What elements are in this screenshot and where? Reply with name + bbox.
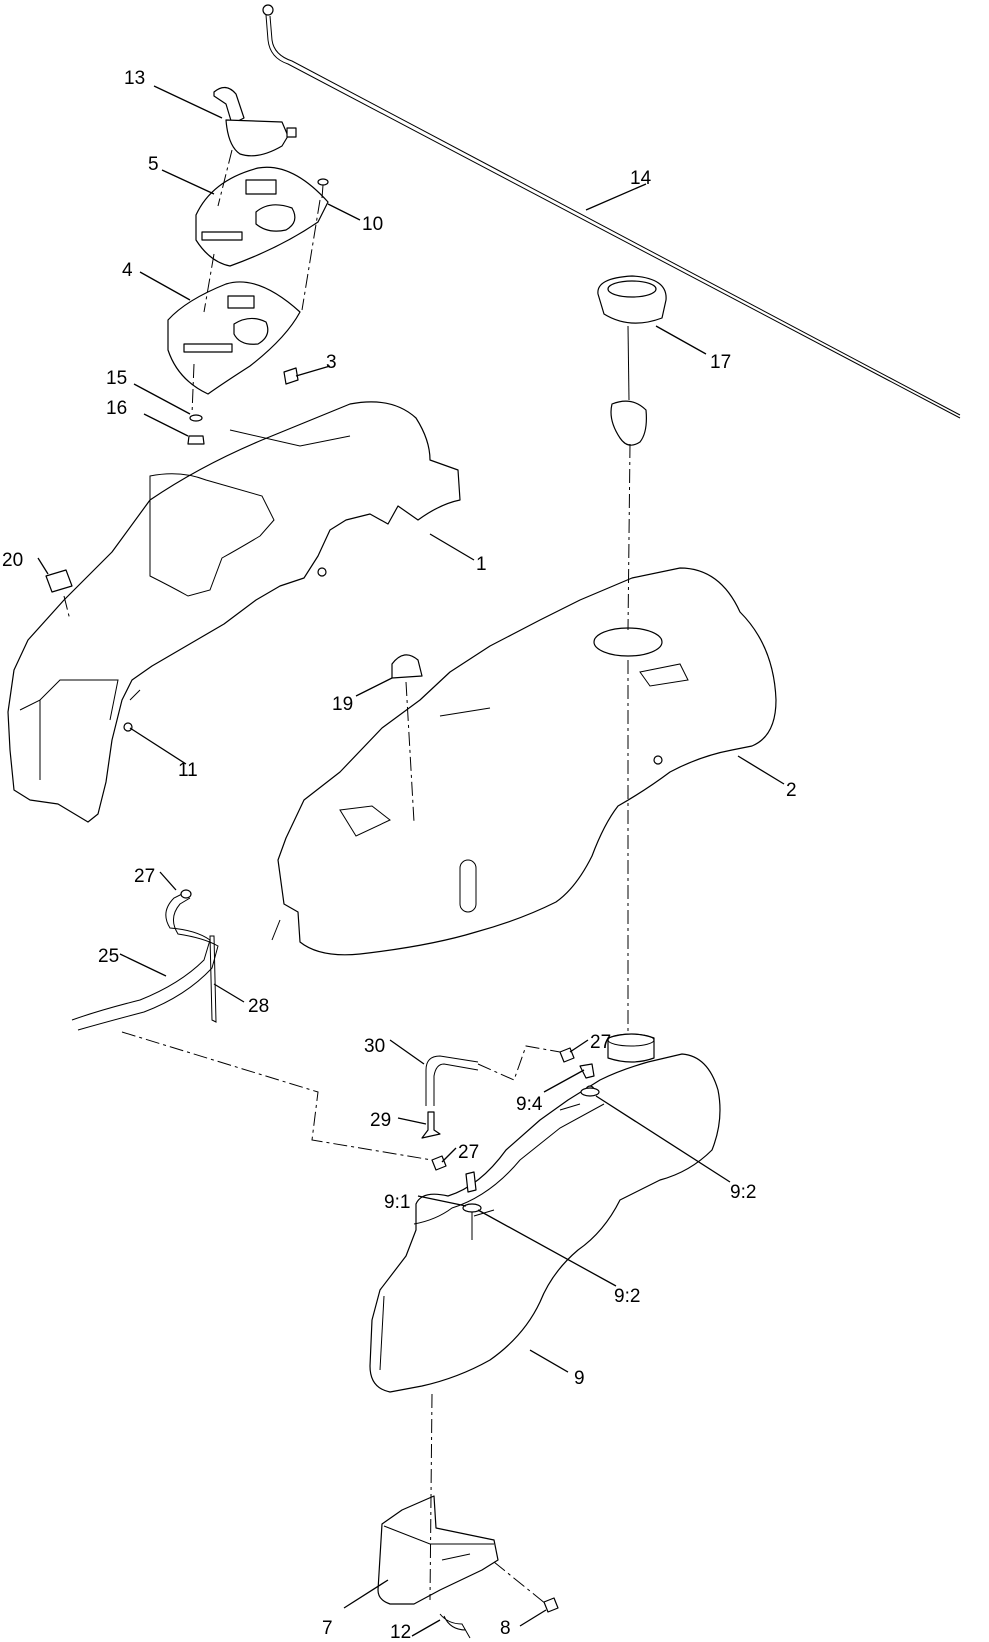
- callout-11: 11: [178, 760, 198, 781]
- callouts: 13 5 10 14 4 3 15 16 17 1 20 19 11 2 27 …: [2, 68, 797, 1642]
- callout-16: 16: [106, 398, 127, 419]
- part-15-16-washer-nut: [187, 414, 205, 445]
- callout-8: 8: [500, 1618, 511, 1639]
- part-13-control-lever: [213, 86, 297, 157]
- callout-29: 29: [370, 1110, 391, 1131]
- part-4-console-plate: [167, 281, 301, 395]
- part-3-clip-nut: [283, 367, 299, 385]
- part-5-console-plate: [195, 166, 329, 267]
- callout-10: 10: [362, 214, 383, 235]
- callout-30: 30: [364, 1036, 385, 1057]
- callout-19: 19: [332, 694, 353, 715]
- part-19-cap: [391, 654, 423, 679]
- callout-25: 25: [98, 946, 119, 967]
- leader-lines: [37, 85, 785, 1637]
- callout-9: 9: [574, 1368, 585, 1389]
- callout-27a: 27: [134, 866, 155, 887]
- callout-2: 2: [786, 780, 797, 801]
- part-2-fender-deck: [271, 567, 777, 956]
- callout-28: 28: [248, 996, 269, 1017]
- part-9-4-elbow-fitting: [579, 1063, 600, 1097]
- assembly-lines: [63, 149, 631, 1605]
- part-29-fitting: [421, 1111, 441, 1139]
- callout-9-1: 9:1: [384, 1192, 410, 1213]
- part-28-strap: [209, 935, 217, 1023]
- callout-12: 12: [390, 1622, 411, 1642]
- callout-13: 13: [124, 68, 145, 89]
- callout-17: 17: [710, 352, 731, 373]
- part-14-cable: [262, 4, 961, 419]
- callout-7: 7: [322, 1618, 333, 1639]
- part-8-screw: [543, 1597, 559, 1613]
- part-20-cap: [45, 569, 73, 593]
- callout-9-4: 9:4: [516, 1094, 543, 1115]
- part-12-hook: [439, 1613, 471, 1639]
- callout-20: 20: [2, 550, 23, 571]
- callout-27c: 27: [458, 1142, 479, 1163]
- callout-1: 1: [476, 554, 487, 575]
- part-7-tank-bracket: [377, 1495, 499, 1605]
- callout-9-2a: 9:2: [730, 1182, 756, 1203]
- part-1-hood: [7, 401, 461, 823]
- part-25-hose: [71, 889, 219, 1031]
- callout-15: 15: [106, 368, 127, 389]
- part-10-screw: [317, 178, 329, 199]
- callout-14: 14: [630, 168, 652, 189]
- callout-9-2b: 9:2: [614, 1286, 640, 1307]
- part-30-elbow-hose: [425, 1055, 479, 1106]
- part-9-fuel-tank: [369, 1033, 721, 1393]
- part-27-clamp-lower: [431, 1155, 447, 1171]
- callout-5: 5: [148, 154, 159, 175]
- callout-27b: 27: [590, 1032, 611, 1053]
- callout-3: 3: [326, 352, 337, 373]
- part-17-fuel-cap: [597, 275, 667, 446]
- part-9-1-9-2-fitting: [462, 1171, 482, 1240]
- callout-4: 4: [122, 260, 133, 281]
